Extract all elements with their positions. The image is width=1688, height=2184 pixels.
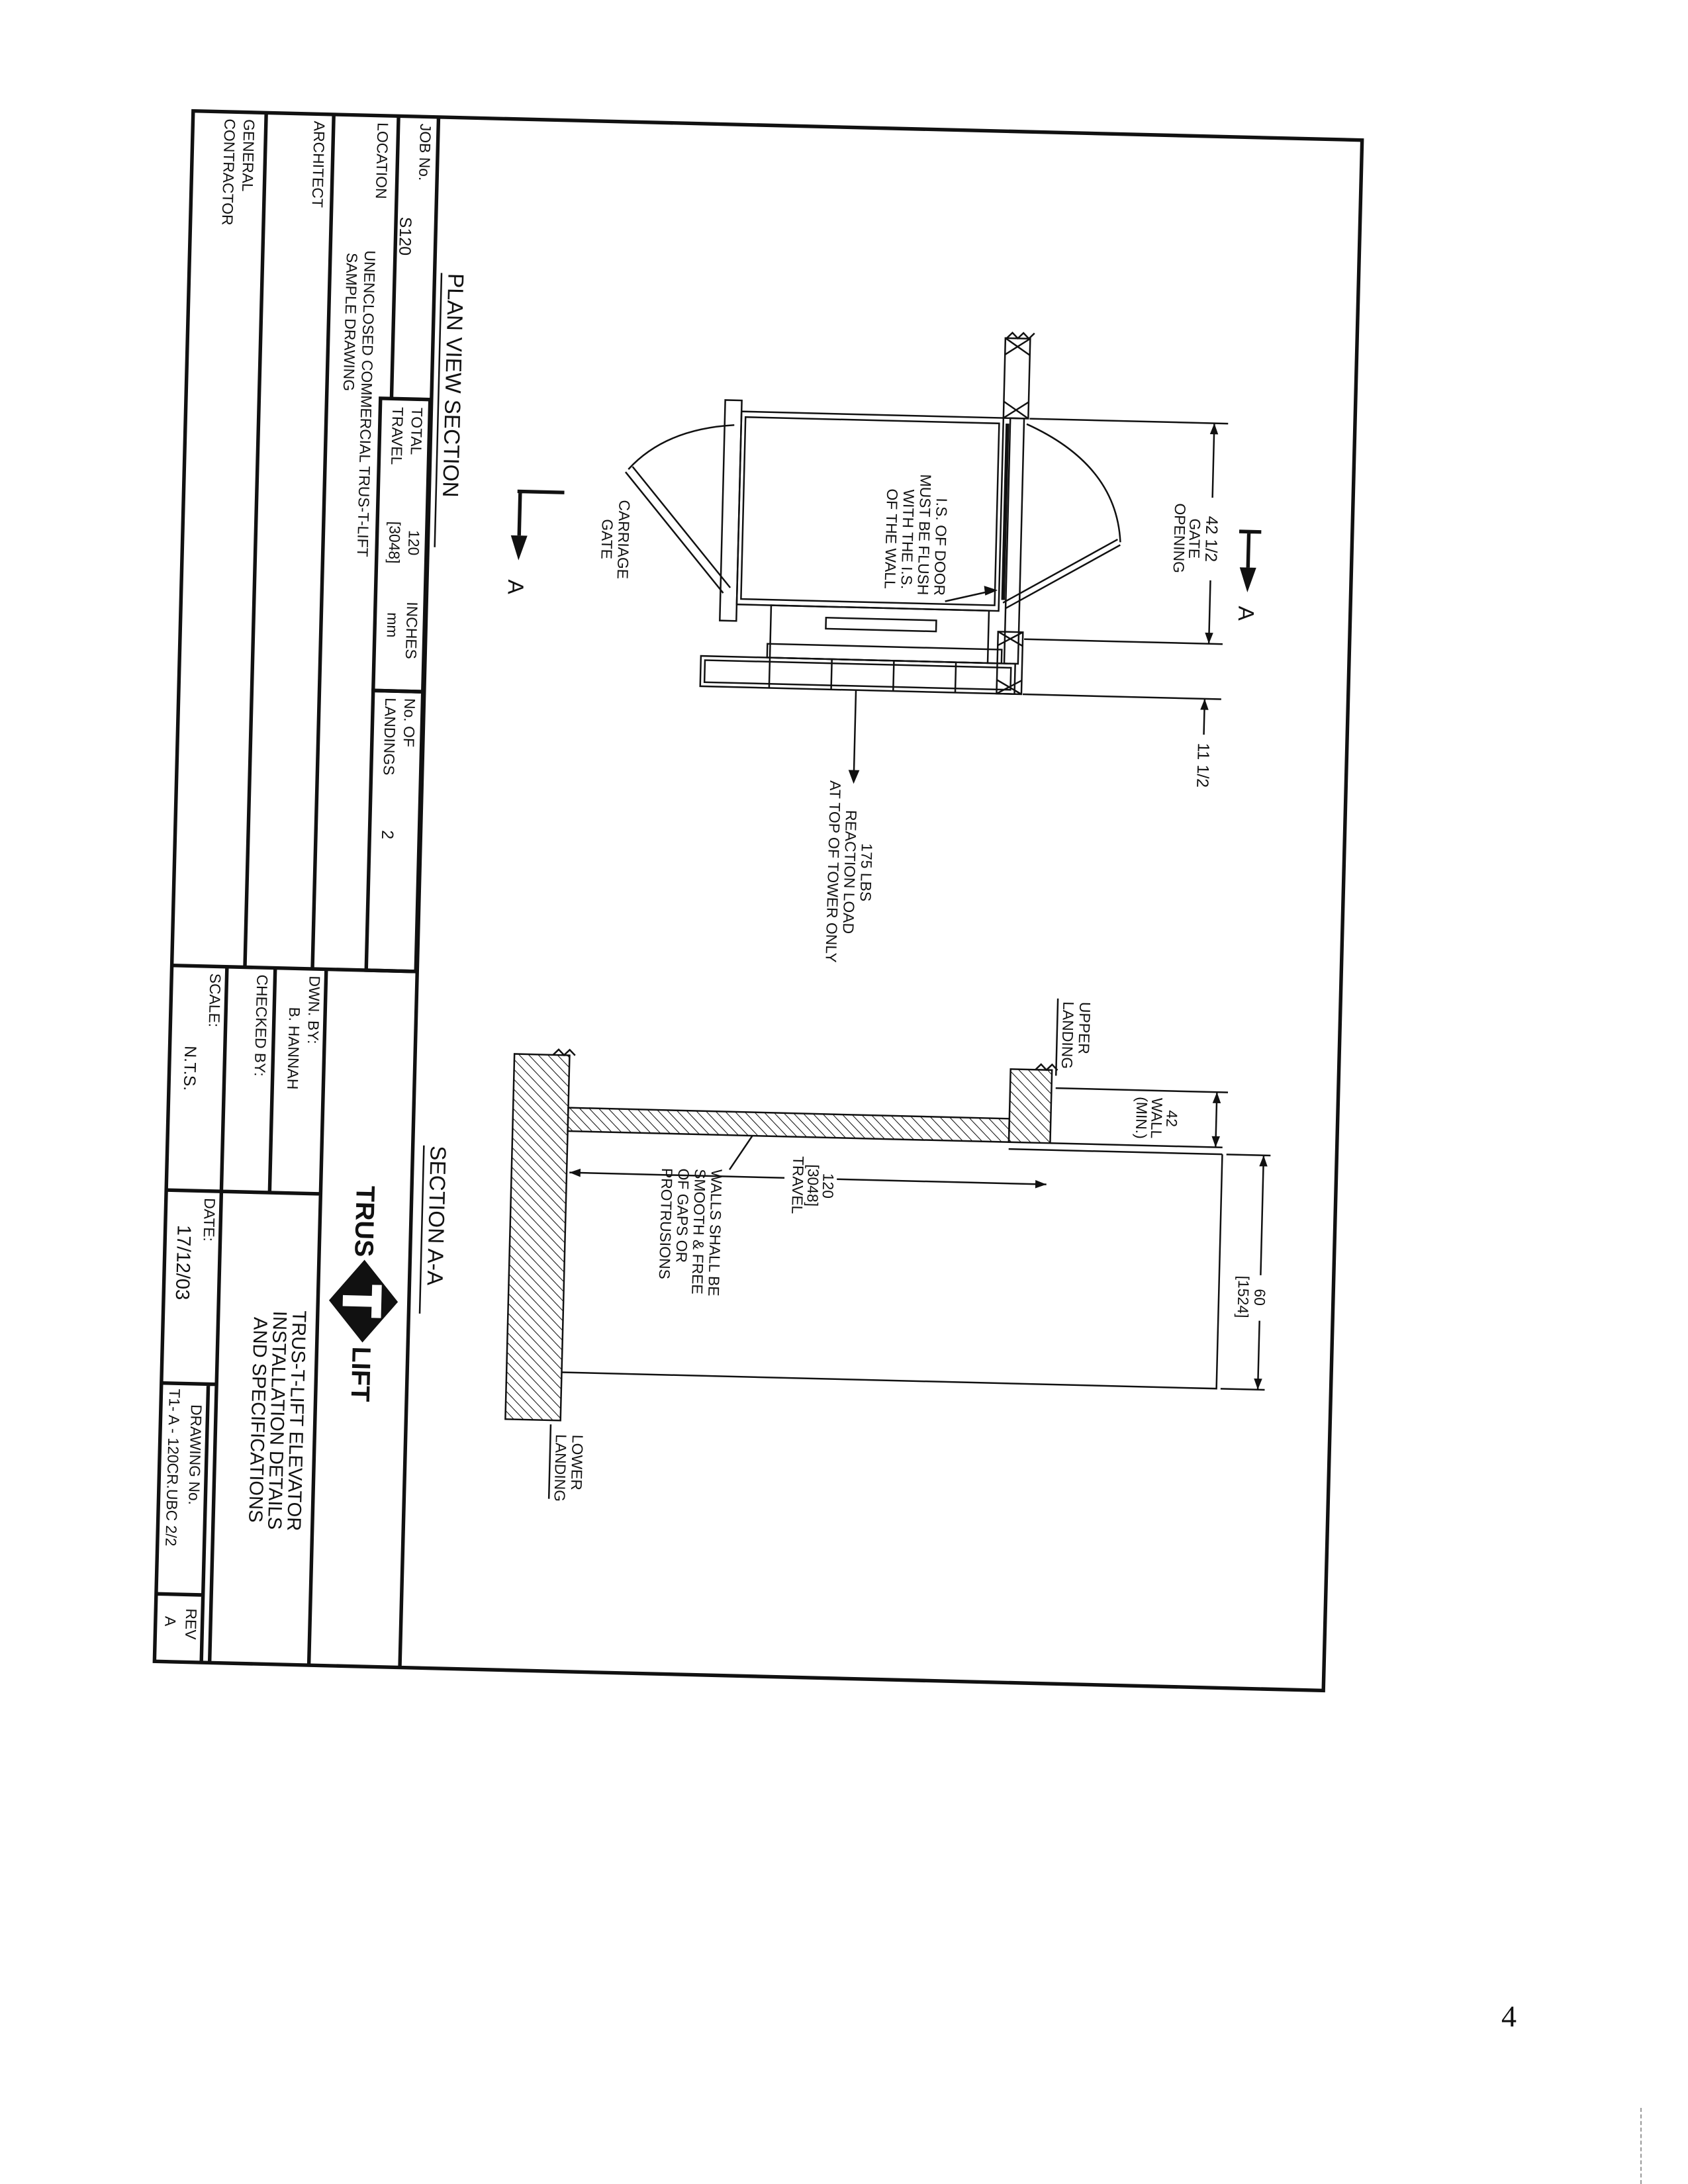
drawing-title: TRUS-T-LIFT ELEVATOR xyxy=(283,1310,309,1531)
drawing-sheet: PLAN VIEW SECTION xyxy=(152,109,1364,1693)
plan-view: PLAN VIEW SECTION xyxy=(433,273,1261,963)
gate-opening-label: GATE xyxy=(1186,518,1204,559)
drawing-canvas: PLAN VIEW SECTION xyxy=(152,109,1364,1693)
note-line: LANDING xyxy=(1058,1001,1077,1069)
note-line: 175 LBS xyxy=(857,843,875,902)
landing-gate xyxy=(1002,423,1121,610)
drawn-by-label: DWN. BY: xyxy=(304,976,323,1044)
note-line: WALLS SHALL BE xyxy=(705,1169,726,1296)
note-line: SMOOTH & FREE xyxy=(688,1169,709,1295)
walls-note: WALLS SHALL BE SMOOTH & FREE OF GAPS OR … xyxy=(655,1135,753,1297)
carriage-gate-label: CARRIAGE GATE xyxy=(598,500,633,579)
note-line: 60 xyxy=(1250,1289,1268,1306)
company-logo: TRUS LIFT xyxy=(328,1185,398,1402)
scale-label: SCALE: xyxy=(205,973,224,1027)
note-line: [1524] xyxy=(1234,1275,1252,1318)
note-line: I.S. OF DOOR xyxy=(931,498,951,596)
contractor-label-2: CONTRACTOR xyxy=(218,118,238,226)
contractor-label: GENERAL xyxy=(238,119,258,192)
date-label: DATE: xyxy=(200,1198,218,1242)
drawing-number-label: DRAWING No. xyxy=(185,1404,205,1505)
note-line: CARRIAGE xyxy=(614,500,633,579)
total-travel-mm: [3048] xyxy=(385,522,404,564)
location-label: LOCATION xyxy=(372,122,391,199)
break-line xyxy=(1034,1063,1058,1071)
landings-value: 2 xyxy=(377,830,396,840)
guard-wall xyxy=(561,1142,1223,1390)
landings-label-2: LANDINGS xyxy=(380,698,399,776)
depth-dimension: 60 [1524] xyxy=(1220,1154,1270,1391)
section-view-title: SECTION A-A xyxy=(422,1146,449,1287)
section-marker-label: A xyxy=(1233,606,1258,621)
note-line: MUST BE FLUSH xyxy=(914,474,935,595)
drawing-title-3: AND SPECIFICATIONS xyxy=(244,1317,271,1523)
scale-value: N.T.S. xyxy=(179,1046,199,1091)
page-number: 4 xyxy=(1501,1999,1517,2033)
lower-landing-floor xyxy=(504,1053,571,1422)
tower xyxy=(698,655,1016,696)
job-number-label: JOB No. xyxy=(415,124,434,181)
door-flush-note: I.S. OF DOOR MUST BE FLUSH WITH THE I.S.… xyxy=(881,474,998,602)
drawing-number-value: T1- A - 120CR.UBC 2/2 xyxy=(162,1388,183,1547)
revision-label: REV xyxy=(181,1608,199,1640)
note-line: LANDING xyxy=(551,1434,570,1502)
gate-opening-value: 42 1/2 xyxy=(1201,516,1221,562)
note-line: 42 xyxy=(1163,1110,1181,1127)
location-value-2: SAMPLE DRAWING xyxy=(340,253,360,392)
note-line: WALL xyxy=(1147,1098,1166,1139)
date-value: 17/12/03 xyxy=(171,1224,194,1300)
note-line: TRAVEL xyxy=(788,1156,807,1214)
note-line: (MIN.) xyxy=(1132,1097,1150,1139)
total-travel-inches: 120 xyxy=(404,530,422,556)
note-line: UPPER xyxy=(1075,1002,1094,1055)
section-marker-label: A xyxy=(502,579,528,595)
drawing-title-2: INSTALLATION DETAILS xyxy=(263,1310,290,1529)
carriage-gate xyxy=(624,424,734,594)
total-travel-label: TOTAL xyxy=(407,407,426,455)
sheet-border xyxy=(152,109,1364,1693)
break-line xyxy=(552,1048,576,1057)
note-line: [3048] xyxy=(804,1164,822,1206)
tower-offset-value: 11 1/2 xyxy=(1193,743,1213,788)
gate-opening-label-2: OPENING xyxy=(1170,503,1189,573)
title-block: JOB No. S120 TOTAL TRAVEL 120 [3048] INC… xyxy=(156,113,440,1668)
note-line: 120 xyxy=(819,1173,837,1199)
logo-text: TRUS xyxy=(349,1185,380,1257)
upper-landing-label: UPPER LANDING xyxy=(1055,998,1094,1076)
reaction-load-note: 175 LBS REACTION LOAD AT TOP OF TOWER ON… xyxy=(822,690,875,963)
elevator-car xyxy=(718,399,1004,622)
architect-label: ARCHITECT xyxy=(308,120,328,208)
hoistway-wall xyxy=(566,1107,1010,1143)
note-line: PROTRUSIONS xyxy=(655,1168,675,1280)
scan-edge-mark xyxy=(1640,2108,1642,2184)
travel-dimension: 120 [3048] TRAVEL xyxy=(569,1156,1047,1214)
note-line: GATE xyxy=(598,519,616,559)
logo-text: LIFT xyxy=(345,1346,375,1402)
note-line: OF GAPS OR xyxy=(673,1168,692,1263)
upper-landing-slab xyxy=(1008,1068,1053,1144)
carriage xyxy=(766,604,1003,664)
checked-by-label: CHECKED BY: xyxy=(251,974,271,1077)
drawn-by-value: B. HANNAH xyxy=(284,1007,303,1089)
units-mm: mm xyxy=(383,612,401,638)
section-marker-top: A xyxy=(1233,529,1261,621)
plan-view-title: PLAN VIEW SECTION xyxy=(437,273,467,498)
units-inches: INCHES xyxy=(402,602,420,659)
section-view: SECTION A-A UPPER LANDING 42 WALL (MIN.)… xyxy=(418,998,1270,1502)
section-marker-bottom: A xyxy=(502,489,565,595)
landings-label: No. OF xyxy=(400,698,418,747)
plan-view-title-underline xyxy=(433,273,442,547)
note-line: WITH THE I.S. xyxy=(898,489,917,590)
total-travel-label-2: TRAVEL xyxy=(388,407,406,465)
wall-height-dimension: 42 WALL (MIN.) xyxy=(1055,1087,1228,1148)
revision-value: A xyxy=(162,1616,179,1627)
job-number-value: S120 xyxy=(395,216,414,255)
note-line: LOWER xyxy=(567,1435,586,1491)
note-line: OF THE WALL xyxy=(881,488,901,589)
note-line: REACTION LOAD xyxy=(839,810,860,934)
lower-landing-label: LOWER LANDING xyxy=(547,1424,586,1502)
section-title-underline xyxy=(418,1145,425,1314)
note-line: AT TOP OF TOWER ONLY xyxy=(822,780,844,963)
gate-opening-dimension: 42 1/2 GATE OPENING 11 1/2 xyxy=(1022,418,1228,788)
